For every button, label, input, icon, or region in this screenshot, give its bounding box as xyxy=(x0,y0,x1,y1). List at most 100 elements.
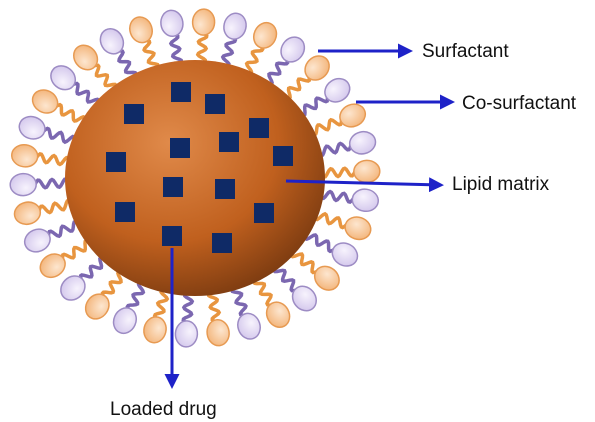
co-surfactant-head xyxy=(237,312,261,340)
surfactant-head xyxy=(39,253,66,279)
co-surfactant-tail xyxy=(115,49,139,80)
surfactant-tail xyxy=(289,249,320,275)
co-surfactant-label: Co-surfactant xyxy=(462,93,577,114)
surfactant-molecule xyxy=(31,89,87,124)
co-surfactant-molecule xyxy=(99,27,139,80)
surfactant-molecule xyxy=(282,55,330,101)
surfactant-head xyxy=(313,265,340,291)
co-surfactant-tail xyxy=(297,94,330,118)
drug-molecule xyxy=(170,138,190,158)
surfactant-head xyxy=(206,318,230,347)
surfactant-head xyxy=(304,55,330,81)
surfactant-molecule xyxy=(312,211,372,241)
drug-molecule xyxy=(124,104,144,124)
surfactant-tail xyxy=(312,211,349,230)
co-surfactant-head xyxy=(23,228,51,253)
co-surfactant-molecule xyxy=(303,232,359,267)
surfactant-head xyxy=(13,201,42,226)
co-surfactant-head xyxy=(112,307,138,335)
co-surfactant-tail xyxy=(272,264,299,293)
co-surfactant-tail xyxy=(33,177,71,190)
surfactant-molecule xyxy=(129,16,161,72)
surfactant-molecule xyxy=(84,270,126,320)
drug-molecule xyxy=(249,118,269,138)
surfactant-tail xyxy=(308,117,344,137)
co-surfactant-molecule xyxy=(229,284,261,340)
surfactant-tail xyxy=(34,151,73,167)
co-surfactant-head xyxy=(351,188,380,212)
surfactant-molecule xyxy=(206,289,230,347)
lipid-matrix-label: Lipid matrix xyxy=(452,174,550,195)
co-surfactant-head xyxy=(280,36,306,63)
co-surfactant-tail xyxy=(303,232,337,254)
co-surfactant-molecule xyxy=(316,130,377,158)
surfactant-tail xyxy=(53,102,87,124)
co-surfactant-head xyxy=(60,275,86,301)
surfactant-head xyxy=(265,301,291,329)
surfactant-molecule xyxy=(10,144,73,168)
loaded-drug-molecules xyxy=(106,82,293,253)
surfactant-molecule xyxy=(289,249,340,291)
surfactant-head xyxy=(31,89,59,114)
lipid-matrix-arrow xyxy=(285,177,444,193)
drug-molecule xyxy=(163,177,183,197)
drug-molecule xyxy=(219,132,239,152)
drug-molecule xyxy=(212,233,232,253)
co-surfactant-tail xyxy=(181,290,195,325)
co-surfactant-head xyxy=(174,320,199,348)
surfactant-molecule xyxy=(319,159,381,184)
surfactant-head xyxy=(339,103,367,128)
co-surfactant-tail xyxy=(317,189,356,205)
co-surfactant-molecule xyxy=(112,280,146,335)
surfactant-head xyxy=(353,159,381,184)
co-surfactant-tail xyxy=(70,81,101,107)
drug-molecule xyxy=(215,179,235,199)
surfactant-head xyxy=(143,316,167,344)
lipid-matrix-core xyxy=(65,60,325,296)
co-surfactant-head xyxy=(99,27,125,55)
drug-molecule xyxy=(106,152,126,172)
co-surfactant-molecule xyxy=(174,290,199,348)
co-surfactant-molecule xyxy=(220,12,247,69)
drug-molecule xyxy=(162,226,182,246)
surfactant-molecule xyxy=(308,103,367,137)
co-surfactant-molecule xyxy=(18,115,78,145)
surfactant-head xyxy=(10,144,39,168)
surfactant-head xyxy=(191,8,216,36)
co-surfactant-tail xyxy=(229,284,248,318)
surfactant-molecule xyxy=(143,287,170,344)
surfactant-tail xyxy=(152,287,170,321)
drug-molecule xyxy=(171,82,191,102)
co-surfactant-molecule xyxy=(297,77,351,118)
co-surfactant-head xyxy=(50,65,77,91)
co-surfactant-molecule xyxy=(60,255,108,301)
co-surfactant-tail xyxy=(41,126,78,145)
surfactant-tail xyxy=(244,43,265,76)
surfactant-tail xyxy=(195,31,209,66)
co-surfactant-head xyxy=(324,77,351,103)
co-surfactant-tail xyxy=(125,280,146,313)
co-surfactant-molecule xyxy=(160,9,184,67)
surfactant-head xyxy=(252,21,278,49)
co-surfactant-tail xyxy=(264,56,290,86)
surfactant-label: Surfactant xyxy=(422,41,509,62)
surfactant-head xyxy=(84,293,110,320)
surfactant-head xyxy=(73,44,99,71)
annotation-arrows xyxy=(164,43,455,389)
surfactant-molecule xyxy=(244,21,278,76)
co-surfactant-molecule xyxy=(23,219,82,253)
surfactant-tail xyxy=(282,73,312,101)
co-surfactant-head xyxy=(18,115,46,140)
loaded-drug-label: Loaded drug xyxy=(110,399,217,420)
drug-molecule xyxy=(254,203,274,223)
co-surfactant-molecule xyxy=(264,36,306,86)
co-surfactant-head xyxy=(348,130,377,155)
co-surfactant-tail xyxy=(46,219,82,239)
surfactant-tail xyxy=(91,63,118,92)
co-surfactant-molecule xyxy=(9,172,71,197)
surfactant-molecule xyxy=(191,8,216,66)
co-surfactant-head xyxy=(331,242,359,267)
surfactant-tail xyxy=(251,276,275,307)
